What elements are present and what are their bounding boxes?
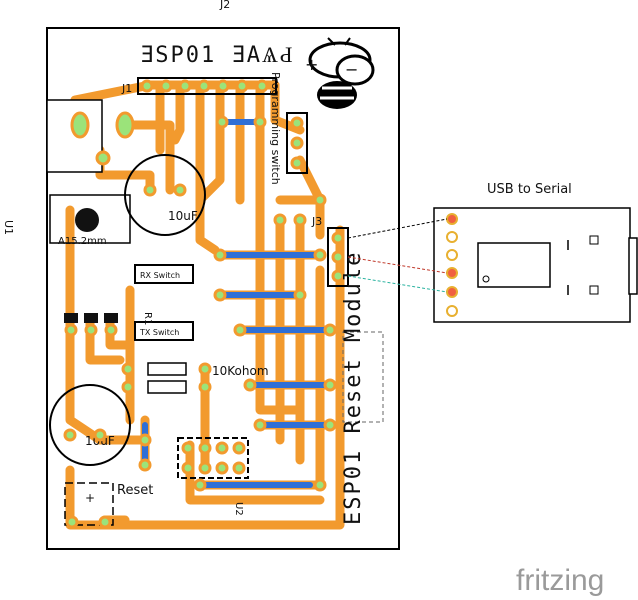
label-tx-switch: TX Switch bbox=[139, 328, 179, 337]
capacitor-c1 bbox=[124, 154, 206, 236]
label-cap1: 10uF bbox=[168, 209, 198, 223]
label-usb-title: USB to Serial bbox=[487, 182, 572, 197]
svg-text:+: + bbox=[85, 491, 95, 505]
label-j3: J3 bbox=[311, 215, 322, 228]
header-j1-pins bbox=[140, 79, 269, 93]
capacitor-c2 bbox=[49, 384, 131, 466]
wire-gnd bbox=[347, 218, 448, 239]
resistor-2 bbox=[147, 380, 187, 394]
label-board-top: ƎSP01 ƎAѦԀ bbox=[140, 43, 294, 68]
resistor-1 bbox=[147, 362, 187, 376]
reset-button-outline bbox=[64, 482, 114, 526]
jumper-wires bbox=[142, 119, 333, 488]
label-j1: J1 bbox=[121, 82, 132, 95]
regulator-outline bbox=[49, 194, 131, 244]
header-j1 bbox=[137, 77, 277, 95]
label-u1: U1 bbox=[2, 220, 15, 235]
bee-logo-icon: + − bbox=[305, 37, 375, 109]
label-board-mirror: ESP01 Reset Module bbox=[341, 251, 366, 525]
label-j2: J2 bbox=[219, 0, 230, 11]
rx-switch bbox=[134, 264, 194, 284]
fritzing-logo: fritzing bbox=[516, 564, 604, 597]
dashed-region bbox=[342, 331, 384, 423]
svg-text:−: − bbox=[345, 60, 358, 79]
label-r1: R1 bbox=[142, 312, 153, 325]
usb-pins bbox=[446, 213, 458, 317]
label-prog-switch: Programming switch bbox=[269, 72, 282, 185]
label-reset: Reset bbox=[117, 483, 153, 498]
tx-switch bbox=[134, 321, 194, 341]
wire-rx bbox=[347, 256, 448, 274]
label-resistor: 10Kohom bbox=[212, 364, 269, 378]
label-reg: A15.2mm bbox=[58, 236, 107, 247]
prog-switch bbox=[286, 112, 308, 174]
ic-u2 bbox=[177, 437, 249, 479]
label-rx-switch: RX Switch bbox=[140, 271, 180, 280]
regulator-hole-icon bbox=[75, 208, 99, 232]
board-outline bbox=[46, 27, 400, 550]
svg-text:+: + bbox=[305, 55, 318, 74]
wire-tx bbox=[347, 275, 448, 293]
label-u2: U2 bbox=[233, 502, 244, 516]
usb-chip-icon bbox=[477, 242, 551, 288]
